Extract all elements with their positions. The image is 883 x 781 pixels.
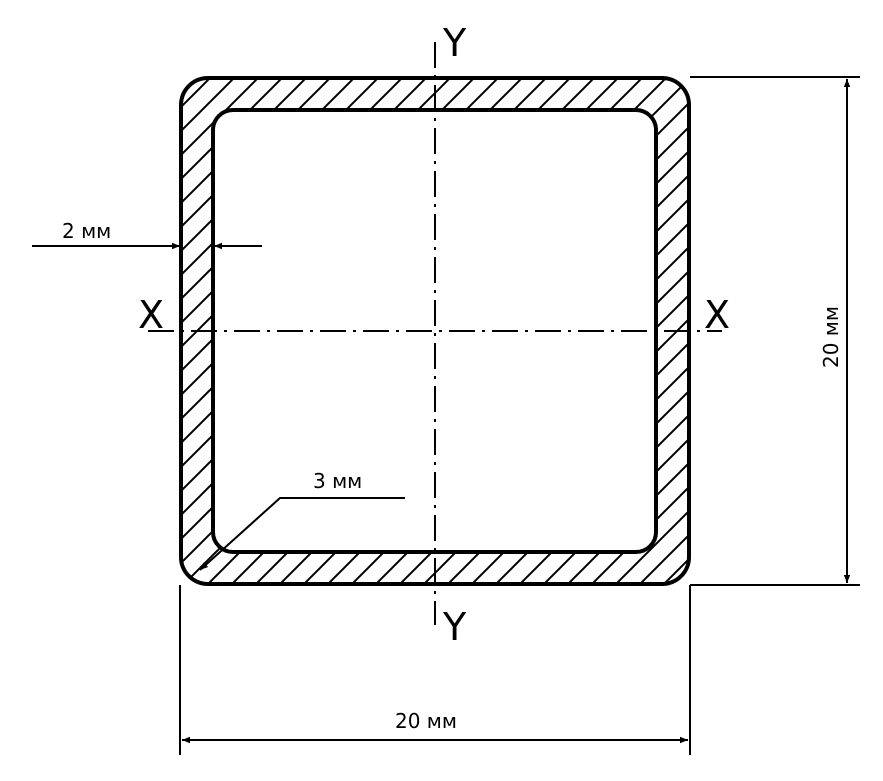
- corner-radius-label: 3 мм: [313, 469, 362, 493]
- x-axis-label-right: X: [704, 293, 730, 337]
- wall-thickness-label: 2 мм: [62, 219, 111, 243]
- y-axis-label-top: Y: [442, 21, 467, 65]
- width-label: 20 мм: [395, 709, 457, 733]
- height-label: 20 мм: [819, 306, 843, 368]
- radius-leader-line: [199, 497, 405, 571]
- x-axis-label-left: X: [138, 293, 164, 337]
- y-axis-label-bottom: Y: [442, 605, 467, 649]
